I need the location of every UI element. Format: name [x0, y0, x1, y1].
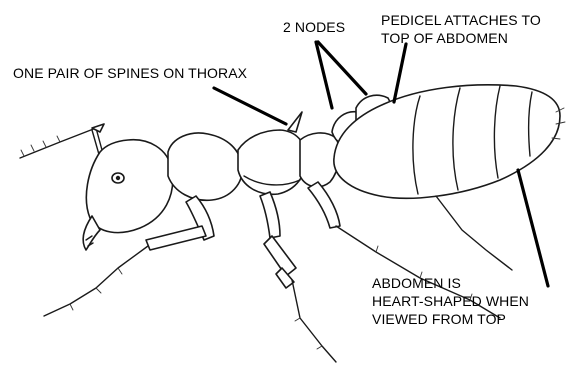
- pointer-spines: [214, 88, 286, 124]
- head: [83, 140, 173, 250]
- pointer-node-1: [316, 42, 332, 108]
- label-pedicel-line1: PEDICEL ATTACHES TO: [381, 12, 541, 29]
- label-spines: ONE PAIR OF SPINES ON THORAX: [13, 65, 247, 82]
- label-pedicel-line2: TOP OF ABDOMEN: [381, 30, 508, 47]
- label-abdomen-line3: VIEWED FROM TOP: [372, 311, 506, 328]
- label-abdomen-line1: ABDOMEN IS: [372, 275, 461, 292]
- thoracic-spine: [288, 112, 302, 132]
- label-nodes: 2 NODES: [283, 19, 345, 36]
- pointer-abdomen: [518, 170, 548, 286]
- label-abdomen-line2: HEART-SHAPED WHEN: [372, 293, 529, 310]
- pointer-pedicel: [394, 44, 406, 102]
